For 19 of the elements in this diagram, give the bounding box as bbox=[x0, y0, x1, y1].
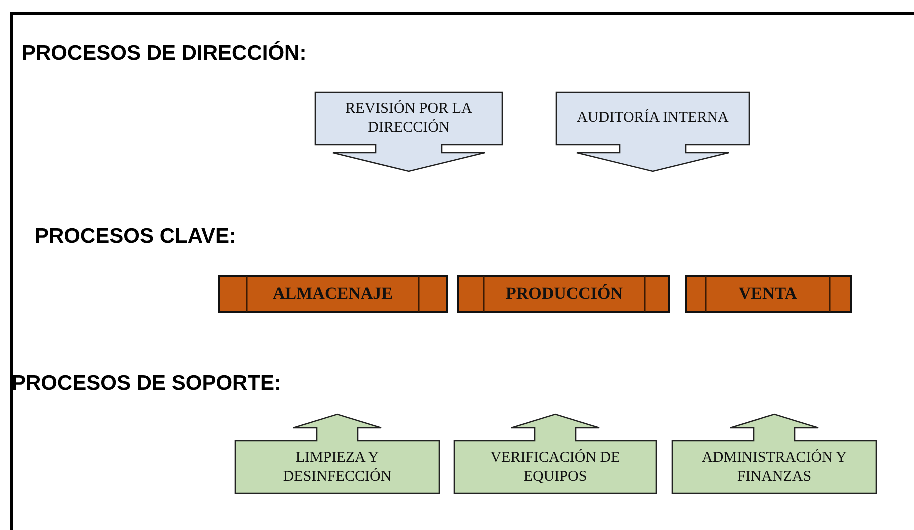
up-arrow-callout bbox=[672, 414, 877, 494]
down-arrow-callout bbox=[556, 92, 750, 172]
process-bar bbox=[218, 275, 448, 313]
process-label: ADMINISTRACIÓN Y FINANZAS bbox=[701, 448, 848, 486]
process-label: ALMACENAJE bbox=[272, 283, 394, 305]
process-bar bbox=[457, 275, 670, 313]
up-arrow-callout bbox=[235, 414, 440, 494]
process-label: VENTA bbox=[738, 283, 798, 305]
process-label: PRODUCCIÓN bbox=[504, 283, 624, 305]
process-label: AUDITORÍA INTERNA bbox=[576, 109, 730, 128]
down-arrow-callout bbox=[315, 92, 503, 172]
process-bar bbox=[685, 275, 852, 313]
process-label: REVISIÓN POR LA DIRECCIÓN bbox=[344, 100, 474, 138]
process-label: LIMPIEZA Y DESINFECCIÓN bbox=[282, 448, 393, 486]
up-arrow-callout bbox=[454, 414, 657, 494]
section-heading: PROCESOS DE DIRECCIÓN: bbox=[22, 42, 307, 66]
section-heading: PROCESOS CLAVE: bbox=[35, 225, 236, 249]
process-label: VERIFICACIÓN DE EQUIPOS bbox=[490, 448, 622, 486]
section-heading: PROCESOS DE SOPORTE: bbox=[12, 372, 282, 396]
